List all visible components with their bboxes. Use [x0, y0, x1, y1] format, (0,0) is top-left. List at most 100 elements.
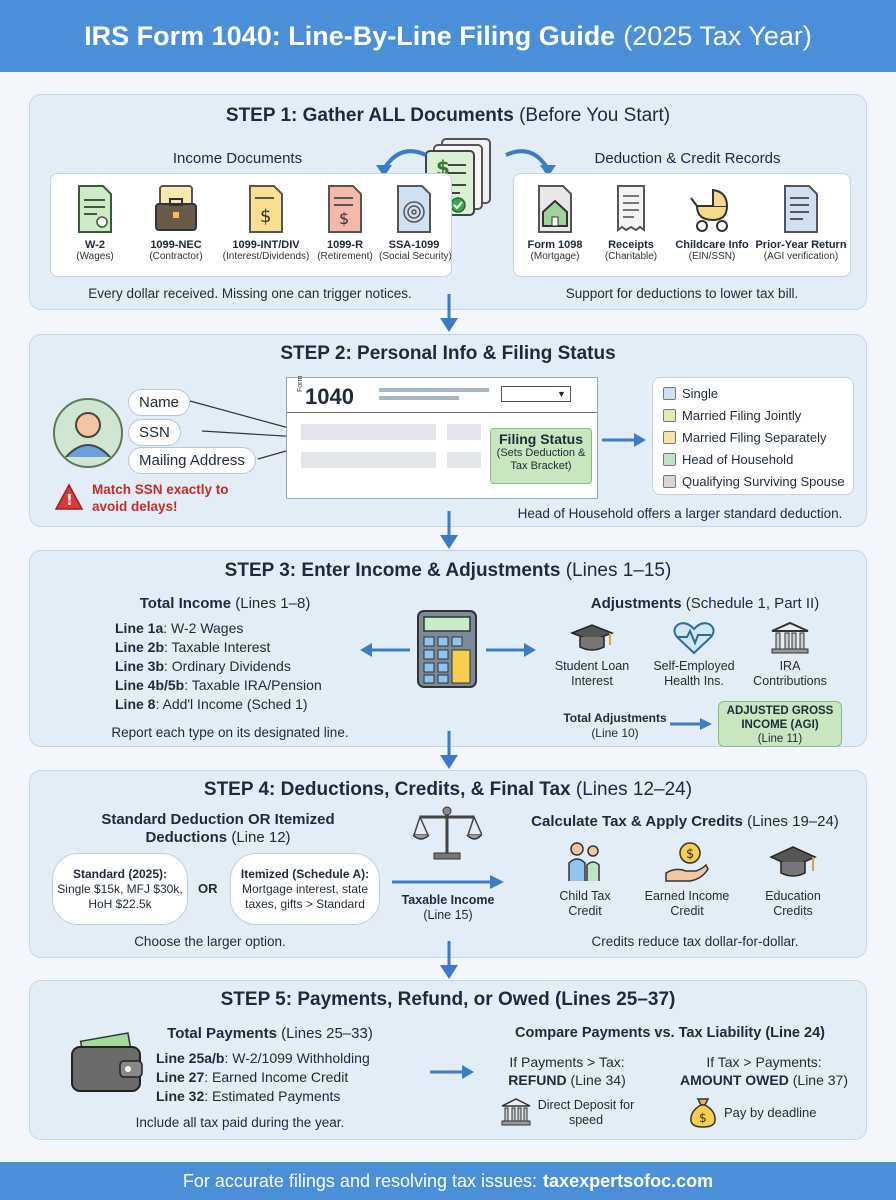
- income-docs-card: W-2 (Wages) 1099-NEC (Contractor) $ 1099…: [50, 173, 452, 277]
- house-form-icon: [538, 185, 572, 233]
- step3-panel: STEP 3: Enter Income & Adjustments (Line…: [29, 550, 867, 747]
- svg-text:!: !: [66, 491, 73, 509]
- agi-box: ADJUSTED GROSS INCOME (AGI) (Line 11): [718, 701, 842, 747]
- credit-education: Education Credits: [752, 841, 834, 919]
- svg-text:$: $: [339, 209, 349, 228]
- itemized-deduction-oval: Itemized (Schedule A): Mortgage interest…: [230, 853, 380, 925]
- down-arrow-icon: [440, 511, 458, 549]
- credits-heading: Calculate Tax & Apply Credits (Lines 19–…: [531, 813, 839, 830]
- standard-deduction-oval: Standard (2025): Single $15k, MFJ $30k, …: [52, 853, 188, 925]
- refund-condition: If Payments > Tax: REFUND (Line 34): [508, 1054, 626, 1088]
- credit-earned-income: $ Earned Income Credit: [640, 841, 734, 919]
- doc-w2: W-2 (Wages): [65, 184, 125, 262]
- right-arrow-icon: [602, 433, 646, 447]
- form-number: 1040: [305, 384, 354, 409]
- left-arrow-icon: [360, 643, 410, 657]
- doc-ssa-1099: SSA-1099 (Social Security): [379, 184, 452, 262]
- step1-title: STEP 1: Gather ALL Documents (Before You…: [225, 105, 671, 126]
- heart-pulse-icon: [673, 622, 715, 655]
- bank-building-icon: [501, 1098, 531, 1126]
- down-arrow-icon: [440, 294, 458, 332]
- payment-line: Line 27: Earned Income Credit: [156, 1069, 349, 1085]
- money-bag-icon: $: [690, 1098, 716, 1128]
- user-avatar-icon: [53, 398, 123, 468]
- hand-coin-icon: $: [665, 842, 709, 882]
- graduation-cap-icon: [569, 624, 615, 651]
- curved-arrow-left-icon: [376, 149, 427, 177]
- scales-icon: [412, 806, 482, 860]
- page-title: IRS Form 1040: Line-By-Line Filing Guide: [84, 20, 616, 51]
- w2-form-icon: [78, 185, 112, 233]
- doc-receipts: Receipts (Charitable): [596, 184, 666, 262]
- adj-ira-contributions: IRA Contributions: [748, 621, 832, 689]
- field-ssn: SSN: [128, 419, 181, 446]
- calculator-icon: [417, 610, 477, 688]
- step2-note: Head of Household offers a larger standa…: [517, 506, 843, 521]
- step5-panel: STEP 5: Payments, Refund, or Owed (Lines…: [29, 980, 867, 1140]
- footer-text: For accurate filings and resolving tax i…: [182, 1170, 538, 1191]
- doc-childcare-info: Childcare Info (EIN/SSN): [672, 184, 752, 262]
- briefcase-icon: [155, 185, 197, 231]
- down-arrow-icon: [440, 731, 458, 769]
- ssn-warning: Match SSN exactly to avoid delays!: [92, 482, 229, 514]
- children-icon: [568, 842, 600, 881]
- status-qss: Qualifying Surviving Spouse: [663, 474, 845, 489]
- step1-panel: STEP 1: Gather ALL Documents (Before You…: [29, 94, 867, 310]
- step1-note-right: Support for deductions to lower tax bill…: [565, 286, 799, 301]
- filing-status-options: Single Married Filing Jointly Married Fi…: [652, 377, 854, 495]
- status-mfj: Married Filing Jointly: [663, 408, 801, 423]
- footer-website-link[interactable]: taxexpertsofoc.com: [543, 1170, 714, 1191]
- down-arrow-icon: [440, 941, 458, 979]
- field-mailing-address: Mailing Address: [128, 447, 256, 474]
- total-payments-heading: Total Payments (Lines 25–33): [167, 1025, 373, 1042]
- form-1040-illustration: Form 1040 ▼ Filing Status (Sets Deductio…: [286, 375, 598, 499]
- income-line: Line 3b: Ordinary Dividends: [115, 658, 291, 674]
- adj-student-loan: Student Loan Interest: [552, 621, 632, 689]
- form-label: Form: [297, 375, 304, 392]
- page-header: IRS Form 1040: Line-By-Line Filing Guide…: [0, 0, 896, 72]
- right-arrow-icon: [670, 718, 712, 730]
- page-title-suffix: (2025 Tax Year): [623, 20, 812, 51]
- doc-1099-nec: 1099-NEC (Contractor): [141, 184, 211, 262]
- deduction-heading: Standard Deduction OR Itemized Deduction…: [101, 811, 335, 846]
- doc-1099-int-div: $ 1099-INT/DIV (Interest/Dividends): [221, 184, 311, 262]
- dropdown-caret-icon: ▼: [557, 389, 566, 399]
- doc-form-1098: Form 1098 (Mortgage): [520, 184, 590, 262]
- status-hoh: Head of Household: [663, 452, 793, 467]
- income-line: Line 4b/5b: Taxable IRA/Pension: [115, 677, 322, 693]
- payment-lines-list: Line 25a/b: W-2/1099 Withholding Line 27…: [156, 1049, 370, 1106]
- credits-note: Credits reduce tax dollar-for-dollar.: [591, 934, 799, 949]
- income-lines-list: Line 1a: W-2 Wages Line 2b: Taxable Inte…: [115, 619, 322, 714]
- taxable-income: Taxable Income (Line 15): [401, 893, 495, 922]
- doc-prior-year-return: Prior-Year Return (AGI verification): [754, 184, 848, 262]
- doc-1099-r: $ 1099-R (Retirement): [313, 184, 377, 262]
- retirement-form-icon: $: [328, 185, 362, 233]
- fingerprint-form-icon: [397, 185, 431, 233]
- status-mfs: Married Filing Separately: [663, 430, 827, 445]
- income-line: Line 1a: W-2 Wages: [115, 620, 244, 636]
- direct-deposit: Direct Deposit for speed: [537, 1098, 635, 1127]
- field-name: Name: [128, 389, 191, 416]
- credit-child-tax: Child Tax Credit: [545, 841, 625, 919]
- stroller-icon: [690, 188, 729, 232]
- payment-line: Line 32: Estimated Payments: [156, 1088, 341, 1104]
- wallet-icon: [71, 1032, 143, 1092]
- income-line: Line 2b: Taxable Interest: [115, 639, 271, 655]
- pay-by-deadline: Pay by deadline: [724, 1105, 817, 1120]
- step4-title: STEP 4: Deductions, Credits, & Final Tax…: [203, 779, 693, 800]
- svg-text:$: $: [260, 206, 271, 227]
- income-line: Line 8: Add'l Income (Sched 1): [115, 696, 308, 712]
- right-arrow-icon: [392, 875, 504, 889]
- dollar-form-icon: $: [249, 185, 283, 233]
- deduction-docs-heading: Deduction & Credit Records: [594, 150, 781, 167]
- receipt-icon: [617, 185, 645, 232]
- step3-title: STEP 3: Enter Income & Adjustments (Line…: [224, 560, 672, 581]
- or-label: OR: [198, 881, 218, 896]
- right-arrow-icon: [430, 1065, 474, 1079]
- filing-status-box: Filing Status (Sets Deduction & Tax Brac…: [490, 428, 592, 484]
- step2-panel: STEP 2: Personal Info & Filing Status Na…: [29, 334, 867, 527]
- step1-note-left: Every dollar received. Missing one can t…: [88, 286, 412, 301]
- deduction-docs-card: Form 1098 (Mortgage) Receipts (Charitabl…: [513, 173, 851, 277]
- total-adjustments: Total Adjustments (Line 10): [563, 711, 667, 740]
- step4-panel: STEP 4: Deductions, Credits, & Final Tax…: [29, 770, 867, 958]
